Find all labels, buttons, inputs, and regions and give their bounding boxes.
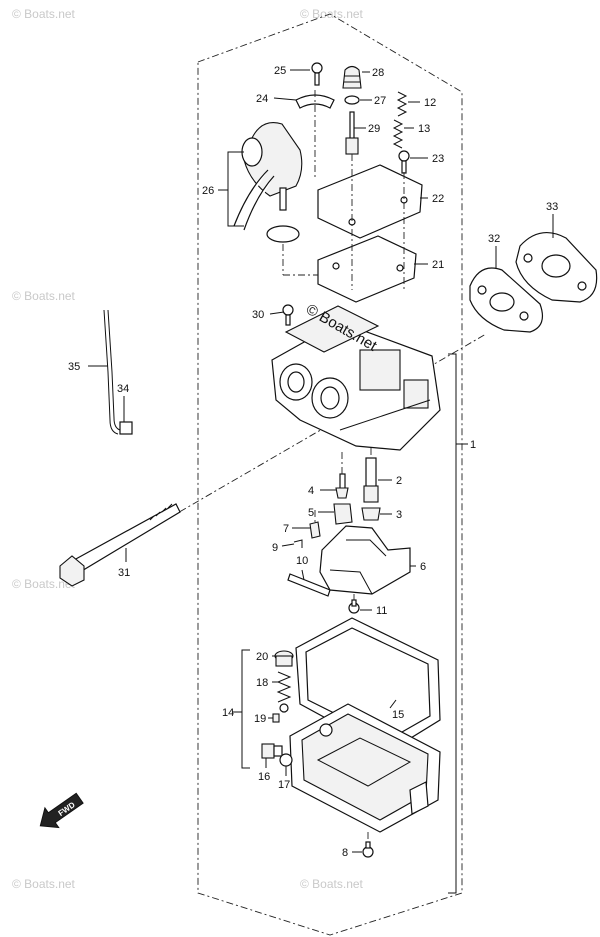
watermark: © Boats.net xyxy=(12,577,76,591)
gasket-33 xyxy=(515,231,598,303)
gasket-hole xyxy=(332,262,340,270)
clip-9 xyxy=(293,539,303,548)
callout-7: 7 xyxy=(283,523,289,535)
screw-25 xyxy=(311,62,323,86)
callout-14: 14 xyxy=(222,707,234,719)
screw-23 xyxy=(398,150,410,174)
gasket-21 xyxy=(317,235,417,303)
watermark: © Boats.net xyxy=(12,7,76,21)
washer-17 xyxy=(279,753,293,767)
callout-4: 4 xyxy=(308,485,314,497)
callout-5: 5 xyxy=(308,507,314,519)
watermark: © Boats.net xyxy=(300,877,364,891)
float-bowl xyxy=(289,703,441,833)
callout-24: 24 xyxy=(256,93,268,105)
rod-35 xyxy=(103,309,121,435)
watermarks: © Boats.net © Boats.net © Boats.net © Bo… xyxy=(12,7,364,891)
callout-2: 2 xyxy=(396,475,402,487)
float-6 xyxy=(319,525,411,595)
callout-15: 15 xyxy=(392,709,404,721)
pin-19 xyxy=(272,713,280,723)
cover-plate-22 xyxy=(317,164,423,239)
screw-8 xyxy=(362,841,374,858)
pin-10 xyxy=(287,573,331,597)
ball-19 xyxy=(279,703,289,713)
screw-11 xyxy=(348,599,360,614)
callout-35: 35 xyxy=(68,361,80,373)
callout-30: 30 xyxy=(252,309,264,321)
watermark: © Boats.net xyxy=(12,289,76,303)
callout-28: 28 xyxy=(372,67,384,79)
bolt-31 xyxy=(59,503,181,587)
spring-18 xyxy=(276,671,292,703)
nozzle-2 xyxy=(363,457,379,503)
callout-6: 6 xyxy=(420,561,426,573)
callout-1: 1 xyxy=(470,439,476,451)
callout-20: 20 xyxy=(256,651,268,663)
carburetor-body xyxy=(271,305,441,451)
spring-13 xyxy=(392,119,404,149)
callout-18: 18 xyxy=(256,677,268,689)
spring-12 xyxy=(396,91,408,117)
screw-30 xyxy=(282,304,294,326)
callout-27: 27 xyxy=(374,95,386,107)
watermark: © Boats.net xyxy=(300,7,364,21)
washer-27 xyxy=(344,95,360,105)
dashed-connectors-middle xyxy=(314,448,372,600)
callout-22: 22 xyxy=(432,193,444,205)
assembly-outline xyxy=(197,13,463,936)
drain-screw-16 xyxy=(261,743,283,759)
watermark: © Boats.net xyxy=(12,877,76,891)
dashed-connectors-top xyxy=(282,90,405,290)
callout-10: 10 xyxy=(296,555,308,567)
callout-9: 9 xyxy=(272,542,278,554)
rod-29 xyxy=(345,111,359,155)
gasket-hole xyxy=(396,264,404,272)
callout-31: 31 xyxy=(118,567,130,579)
callout-29: 29 xyxy=(368,123,380,135)
callout-12: 12 xyxy=(424,97,436,109)
callout-19: 19 xyxy=(254,713,266,725)
jet-3 xyxy=(361,507,381,521)
leader-lines xyxy=(88,69,554,894)
gasket-32 xyxy=(469,267,543,333)
jet-4 xyxy=(335,473,349,499)
callout-32: 32 xyxy=(488,233,500,245)
callout-13: 13 xyxy=(418,123,430,135)
callout-3: 3 xyxy=(396,509,402,521)
callout-16: 16 xyxy=(258,771,270,783)
callout-33: 33 xyxy=(546,201,558,213)
needle-7 xyxy=(309,521,321,539)
callout-23: 23 xyxy=(432,153,444,165)
fwd-arrow-icon: FWD xyxy=(39,792,84,829)
callout-11: 11 xyxy=(376,605,387,617)
callout-25: 25 xyxy=(274,65,286,77)
callout-21: 21 xyxy=(432,259,444,271)
jet-5 xyxy=(333,503,353,525)
callout-26: 26 xyxy=(202,185,214,197)
callout-labels: 1 2 3 4 5 6 7 8 9 10 11 12 13 14 15 16 1… xyxy=(68,65,558,859)
callout-17: 17 xyxy=(278,779,290,791)
boot-28 xyxy=(342,65,362,89)
clip-34 xyxy=(119,410,133,435)
callout-34: 34 xyxy=(117,383,129,395)
callout-8: 8 xyxy=(342,847,348,859)
screw-20 xyxy=(274,650,294,667)
enricher-valve-26 xyxy=(233,122,303,243)
